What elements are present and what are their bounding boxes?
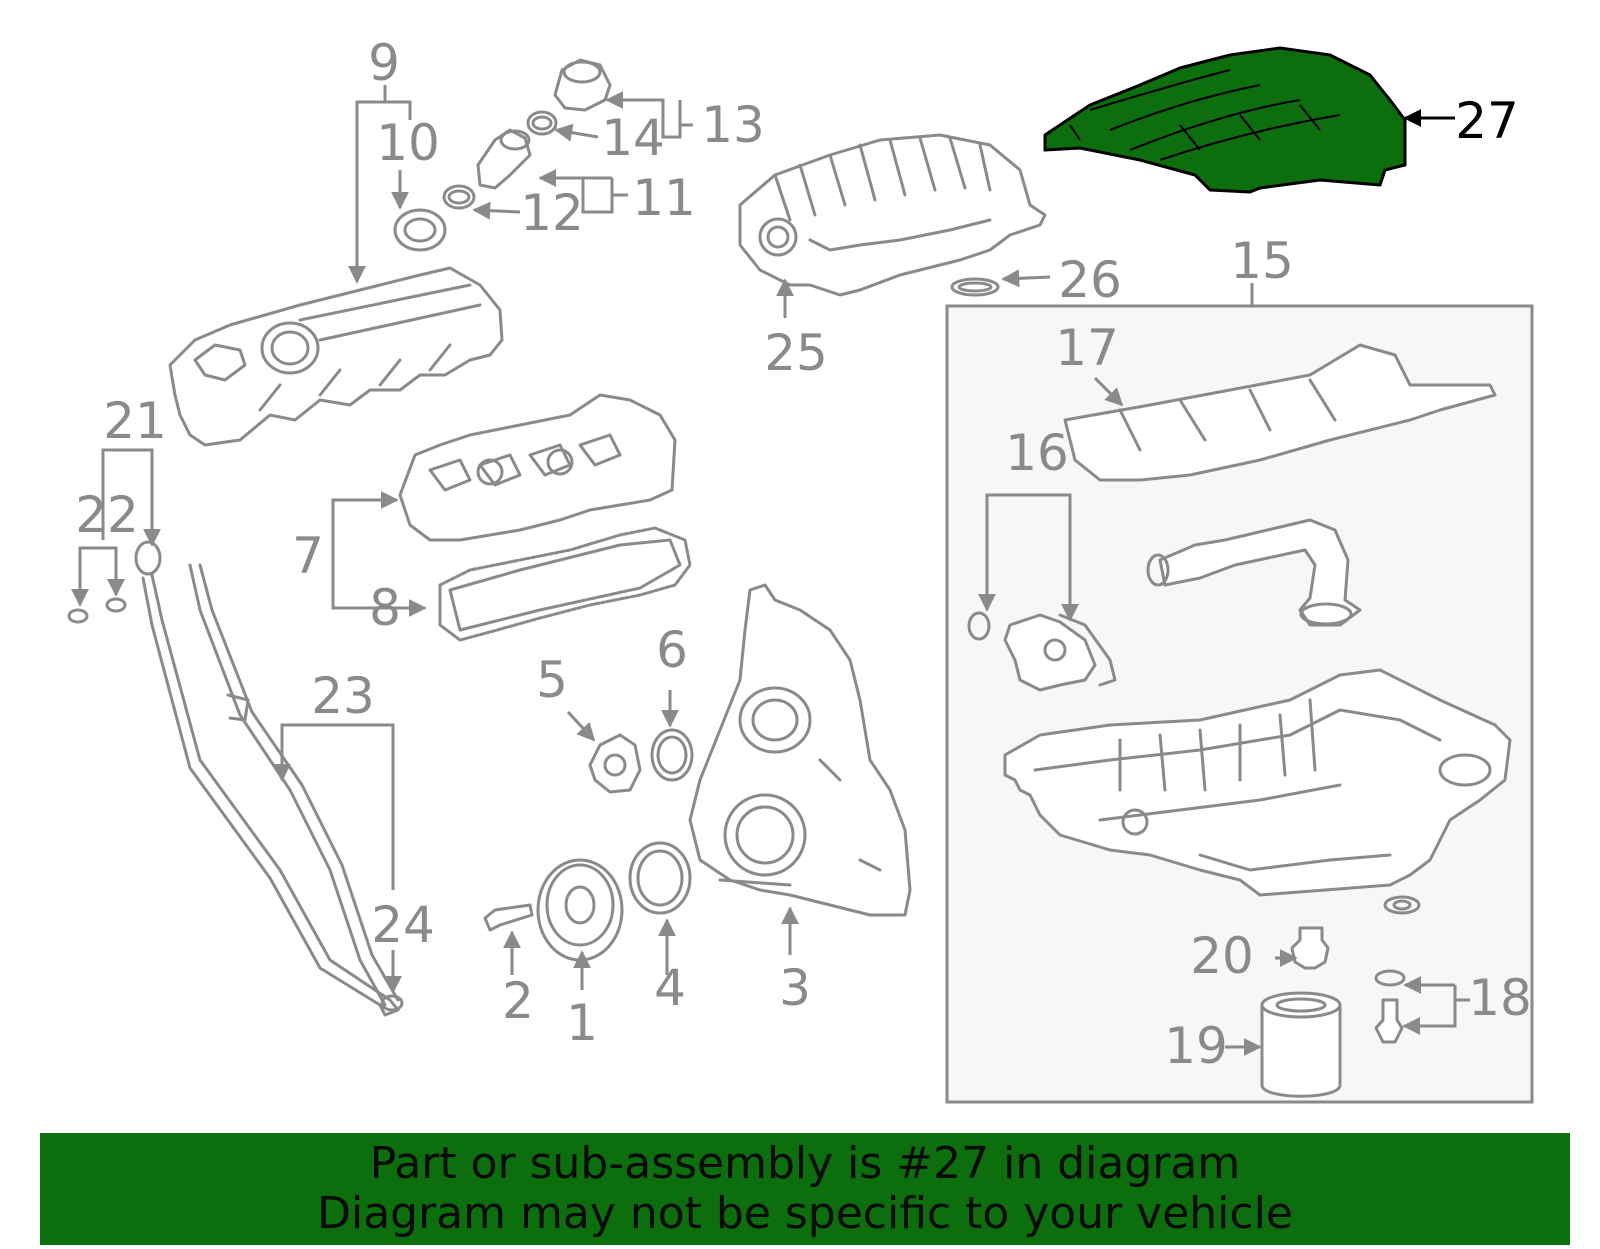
part-26-gasket[interactable] bbox=[950, 277, 1000, 297]
part-6-gasket[interactable] bbox=[650, 728, 694, 782]
callout-15: 15 bbox=[1230, 232, 1294, 290]
oil-pan[interactable] bbox=[1003, 668, 1512, 897]
part-5-sensor[interactable] bbox=[588, 733, 642, 794]
callout-22: 22 bbox=[75, 486, 139, 544]
callout-24: 24 bbox=[371, 896, 435, 954]
part-25-intake-manifold[interactable] bbox=[738, 133, 1047, 297]
callout-26: 26 bbox=[1058, 251, 1122, 309]
callout-7: 7 bbox=[292, 527, 324, 585]
callout-3: 3 bbox=[779, 959, 811, 1017]
part-23-dipstick-tube[interactable] bbox=[188, 563, 400, 1007]
part-1-balancer[interactable] bbox=[536, 858, 624, 962]
callout-9: 9 bbox=[368, 34, 400, 92]
callout-10: 10 bbox=[376, 114, 440, 172]
callout-19: 19 bbox=[1164, 1017, 1228, 1075]
part-18-drain-plug[interactable] bbox=[1374, 969, 1406, 1044]
callout-18: 18 bbox=[1468, 969, 1532, 1027]
part-13-cap[interactable] bbox=[553, 58, 612, 112]
part-2-bolt[interactable] bbox=[483, 903, 534, 932]
part-27-intake-manifold-cover[interactable] bbox=[1043, 46, 1407, 194]
callout-labels: 1 2 3 4 5 6 7 8 9 10 11 12 13 14 15 16 1… bbox=[75, 34, 1532, 1075]
banner-line-disclaimer: Diagram may not be specific to your vehi… bbox=[317, 1188, 1293, 1239]
part-16-oil-pickup[interactable] bbox=[1146, 518, 1362, 627]
callout-13: 13 bbox=[701, 96, 765, 154]
callout-25: 25 bbox=[764, 324, 828, 382]
part-14-o-ring[interactable] bbox=[526, 110, 558, 136]
callout-8: 8 bbox=[369, 579, 401, 637]
part-3-timing-cover[interactable] bbox=[688, 583, 912, 917]
part-19-oil-filter[interactable] bbox=[1260, 991, 1342, 1098]
callout-21: 21 bbox=[103, 392, 167, 450]
callout-12: 12 bbox=[520, 184, 584, 242]
part-22-o-rings[interactable] bbox=[67, 597, 127, 624]
callout-6: 6 bbox=[656, 621, 688, 679]
callout-2: 2 bbox=[502, 972, 534, 1030]
notice-banner: Part or sub-assembly is #27 in diagram D… bbox=[40, 1133, 1570, 1245]
part-17-oil-baffle[interactable] bbox=[1063, 343, 1497, 482]
callout-5: 5 bbox=[536, 651, 568, 709]
banner-line-part: Part or sub-assembly is #27 in diagram bbox=[369, 1138, 1241, 1189]
part-12-o-ring[interactable] bbox=[442, 184, 476, 210]
part-16-o-ring[interactable] bbox=[967, 611, 991, 641]
drain-plug-washer[interactable] bbox=[1383, 895, 1421, 915]
callout-11: 11 bbox=[632, 169, 696, 227]
part-21-dipstick[interactable] bbox=[134, 540, 400, 1017]
part-10-seal[interactable] bbox=[393, 208, 447, 252]
part-7-cylinder-head[interactable] bbox=[398, 393, 677, 542]
callout-27-highlighted: 27 bbox=[1455, 92, 1519, 150]
callout-20: 20 bbox=[1190, 927, 1254, 985]
callout-1: 1 bbox=[566, 994, 598, 1052]
part-4-seal[interactable] bbox=[628, 841, 692, 915]
part-24-o-ring[interactable] bbox=[380, 994, 404, 1012]
callout-23: 23 bbox=[311, 667, 375, 725]
callout-4: 4 bbox=[654, 959, 686, 1017]
part-9-valve-cover[interactable] bbox=[168, 266, 504, 447]
part-8-gasket[interactable] bbox=[438, 526, 692, 642]
callout-14: 14 bbox=[601, 109, 665, 167]
callout-17: 17 bbox=[1055, 319, 1119, 377]
part-11-fitting[interactable] bbox=[476, 128, 532, 190]
callout-16: 16 bbox=[1005, 424, 1069, 482]
